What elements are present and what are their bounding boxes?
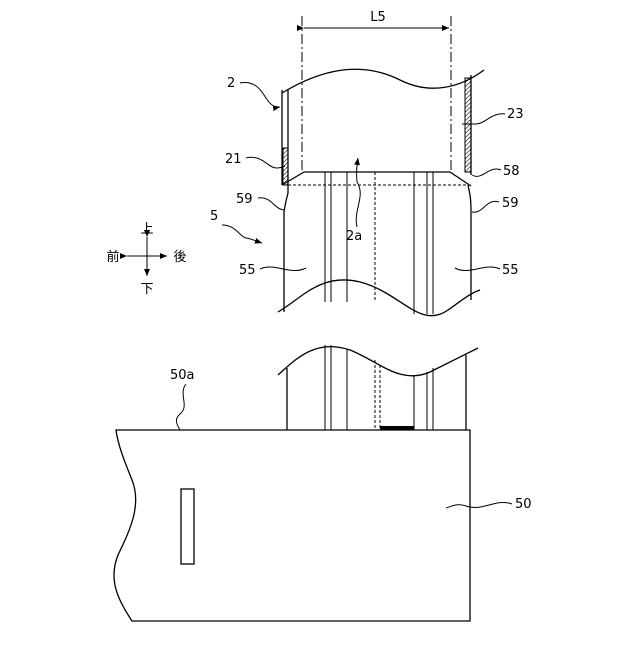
leader-2a xyxy=(356,158,360,227)
leader-50a xyxy=(176,384,186,430)
label-59-right: 59 xyxy=(502,196,519,211)
label-2a: 2a xyxy=(346,229,362,244)
member-5-lower xyxy=(278,345,478,430)
label-55-right: 55 xyxy=(502,263,519,278)
label-50: 50 xyxy=(515,497,532,512)
leader-21 xyxy=(246,157,285,168)
leader-55-left xyxy=(260,267,306,271)
dimension-l5: L5 xyxy=(302,10,451,172)
label-50a: 50a xyxy=(170,368,195,383)
label-5: 5 xyxy=(210,209,218,224)
base-50 xyxy=(114,430,470,621)
label-21: 21 xyxy=(225,152,242,167)
label-58: 58 xyxy=(503,164,520,179)
leader-59-right xyxy=(472,201,499,212)
leader-50 xyxy=(446,502,512,508)
leader-5 xyxy=(222,225,262,243)
member-2 xyxy=(282,69,484,186)
break-line-middle-lower xyxy=(278,347,478,376)
leader-55-right xyxy=(455,267,500,271)
leader-2 xyxy=(240,83,280,108)
direction-down: 下 xyxy=(140,282,153,297)
direction-indicator: 上 下 前 後 xyxy=(106,222,186,297)
member-5-right-edge xyxy=(468,185,471,300)
break-line-top xyxy=(282,69,484,93)
part-23-hatched xyxy=(465,78,471,172)
chamfer-right xyxy=(450,172,471,186)
direction-up: 上 xyxy=(140,222,153,237)
reference-labels: 2 23 21 58 59 59 5 2a 55 55 50a 50 xyxy=(170,76,532,512)
base-50-outline xyxy=(114,430,470,621)
direction-rear: 後 xyxy=(173,250,186,265)
member-5-upper xyxy=(278,172,480,316)
direction-front: 前 xyxy=(106,249,119,265)
slot xyxy=(181,489,194,564)
dimension-label: L5 xyxy=(370,10,386,25)
label-2: 2 xyxy=(227,76,235,91)
label-59-left: 59 xyxy=(236,192,253,207)
break-line-middle-upper xyxy=(278,280,480,316)
leader-59-left xyxy=(258,198,285,210)
member-5-left-edge xyxy=(284,185,288,312)
label-55-left: 55 xyxy=(239,263,256,278)
label-23: 23 xyxy=(507,107,524,122)
leader-58 xyxy=(472,169,501,176)
